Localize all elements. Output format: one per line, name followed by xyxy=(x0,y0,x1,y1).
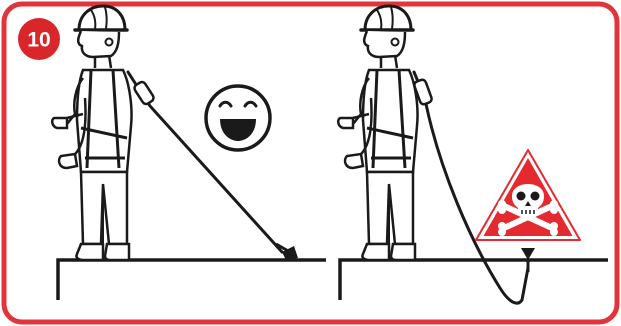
ledge-left xyxy=(58,260,326,300)
step-number: 10 xyxy=(27,29,50,52)
happy-face-icon xyxy=(206,86,270,150)
anchor-point-right xyxy=(521,248,535,260)
ledge-right xyxy=(340,260,608,300)
panel-correct xyxy=(52,6,326,300)
shock-absorber-left xyxy=(133,81,155,106)
worker-figure-right xyxy=(338,6,417,260)
skull-crossbones-warning-icon xyxy=(476,150,580,240)
panel-danger xyxy=(338,6,608,303)
worker-figure-left xyxy=(52,6,131,260)
step-badge: 10 xyxy=(18,18,60,60)
